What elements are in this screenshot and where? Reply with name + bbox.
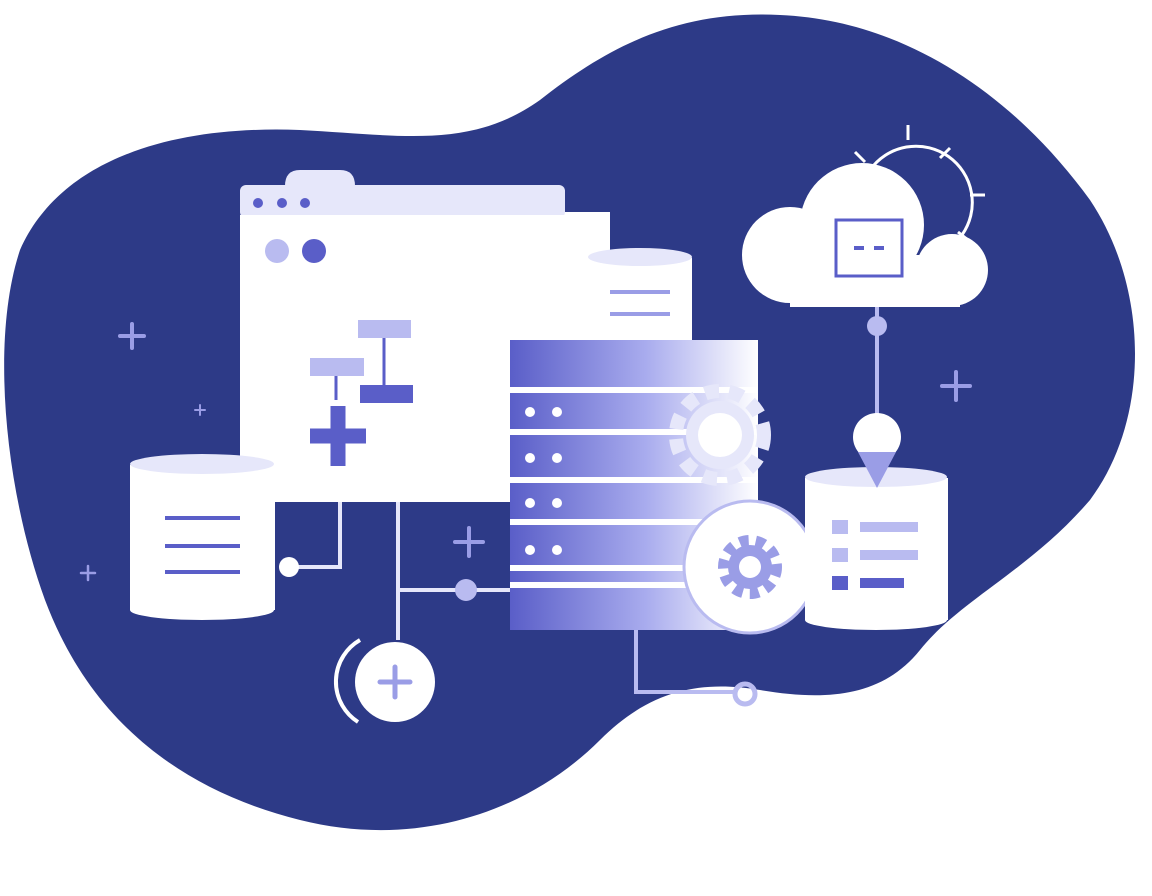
connector-node [455, 579, 477, 601]
connector-lines [290, 300, 879, 694]
database-icon [130, 454, 275, 620]
gear-icon [669, 384, 771, 486]
flowchart-icon [310, 320, 413, 466]
connector-node [279, 557, 299, 577]
database-icon [588, 248, 692, 340]
connector-node [732, 681, 758, 707]
monitor-icon [834, 218, 904, 278]
list-icon [832, 520, 918, 590]
cloud-icon [742, 163, 988, 307]
connector-node [867, 316, 887, 336]
location-pin-icon [853, 413, 901, 488]
database-icon [805, 467, 948, 630]
add-node-icon [333, 638, 435, 724]
sun-icon [853, 125, 985, 242]
gear-icon [682, 499, 818, 635]
plus-icon [79, 322, 972, 582]
